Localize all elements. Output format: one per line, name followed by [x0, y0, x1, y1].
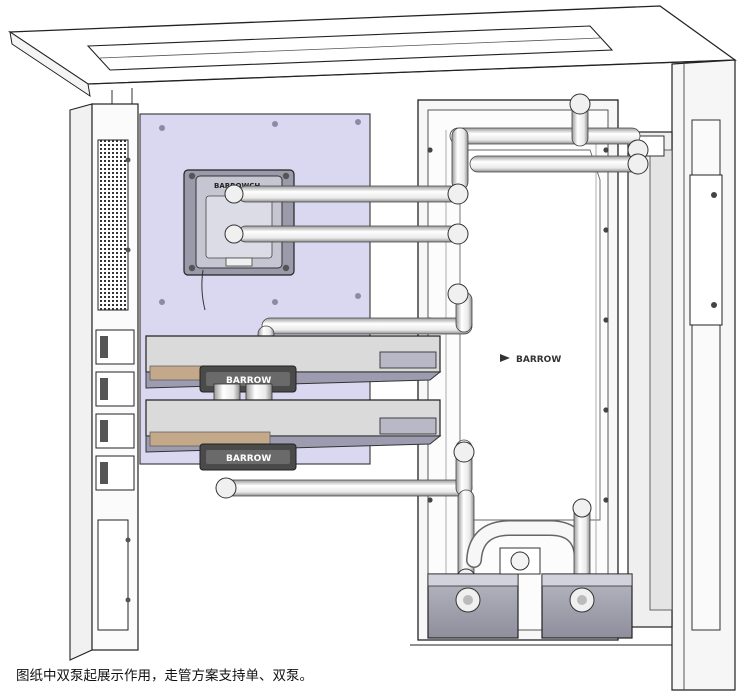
gpu-1-brand-text: BARROW: [226, 376, 271, 386]
gpu-2: BARROW: [145, 399, 442, 471]
rear-io-panel: [69, 103, 139, 661]
radiator: [627, 131, 723, 628]
diagram-caption: 图纸中双泵起展示作用，走管方案支持单、双泵。: [16, 668, 313, 684]
fan: [689, 174, 723, 326]
gpu-2-brand-text: BARROW: [226, 454, 271, 464]
pump-2: [541, 573, 633, 639]
pump-bridge-fitting: [510, 551, 530, 571]
pump-1: [427, 573, 519, 639]
reservoir-brand-text: BARROW: [516, 355, 561, 365]
